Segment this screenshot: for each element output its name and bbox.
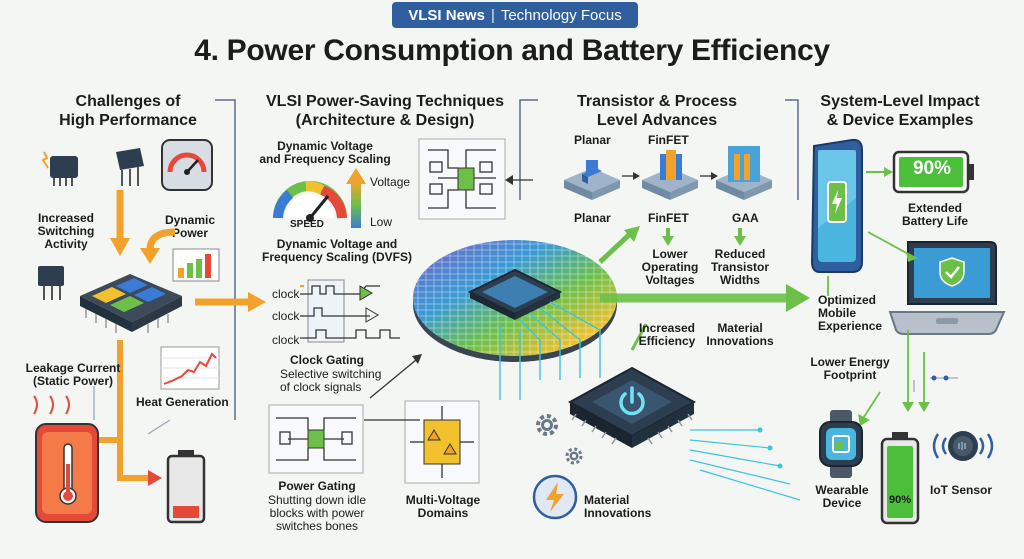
side-transistor-icon (38, 266, 64, 300)
efficiency-label: Increased Efficiency (638, 321, 696, 348)
low-label: Low (370, 215, 393, 229)
clock-label-2: clock (272, 309, 300, 323)
challenges-heading: Challenges of High Performance (59, 93, 197, 129)
reduced-width-label: Reduced Transistor Widths (710, 247, 770, 287)
chip-small-icon (41, 151, 78, 186)
phone-icon (810, 138, 863, 273)
heat-label: Heat Generation (136, 395, 229, 409)
extended-battery-label: Extended Battery Life (901, 201, 969, 228)
bar-chart-icon (172, 248, 220, 282)
iot-sensor-icon (932, 431, 994, 461)
silicon-wafer-icon (413, 240, 617, 362)
finfet-label: FinFET (648, 211, 689, 225)
battery-vertical-icon (880, 432, 920, 525)
clock-gating-label: Clock Gating (290, 353, 365, 367)
smartwatch-icon (819, 410, 863, 478)
arrow-right-1 (622, 172, 640, 180)
planar-label: Planar (574, 211, 611, 225)
speed-gauge-icon (273, 181, 347, 222)
material-label: Material Innovations (706, 321, 774, 348)
energy-footprint-label: Lower Energy Footprint (810, 355, 890, 382)
power-gating-circuit (268, 404, 364, 474)
process-heading: Transistor & Process Level Advances (576, 93, 738, 129)
multicore-chip-icon (80, 274, 182, 333)
clock-label-1: clock (272, 287, 300, 301)
voltage-label: Voltage (370, 175, 411, 189)
orange-arrows (60, 190, 266, 486)
gauge-label: SPEED (290, 219, 324, 230)
power-gating-desc: Shutting down idle blocks with power swi… (267, 493, 367, 533)
badge-separator: | (490, 6, 495, 24)
planar-transistor-icon (564, 160, 620, 200)
battery-low-icon (166, 450, 206, 524)
wearable-label: Wearable Device (815, 483, 869, 510)
finfet-transistor-icon (642, 150, 698, 200)
battery-percent: 90% (912, 158, 952, 179)
logic-circuit-icon (418, 138, 506, 220)
laptop-icon (888, 241, 1006, 335)
clock-label-3: clock (272, 333, 300, 347)
dvfs-top-label: Dynamic Voltage and Frequency Scaling (259, 139, 391, 166)
battery-full-icon (892, 150, 974, 194)
circuit-arrow (505, 175, 533, 185)
dynamic-power-label: Dynamic Power (164, 213, 216, 240)
finfet-top-label: FinFET (648, 133, 689, 147)
multi-voltage-circuit (404, 400, 480, 484)
planar-top-label: Planar (574, 133, 611, 147)
power-icon (619, 386, 645, 416)
power-gating-label: Power Gating (278, 479, 356, 493)
arrow-right-2 (700, 172, 718, 180)
gaa-transistor-icon (716, 146, 772, 200)
gauge-icon (161, 139, 213, 191)
iot-label: IoT Sensor (930, 483, 993, 497)
badge-brand: VLSI News (408, 6, 485, 24)
gear-icon (536, 414, 558, 436)
gear-icon-small (565, 447, 583, 465)
techniques-heading: VLSI Power-Saving Techniques (Architectu… (266, 93, 504, 129)
lightning-icon (532, 474, 578, 520)
arrow-to-battery (866, 167, 893, 177)
leakage-label: Leakage Current (Static Power) (25, 361, 121, 388)
badge-topic: Technology Focus (500, 6, 622, 24)
multi-voltage-label: Multi-Voltage Domains (405, 493, 481, 520)
clock-gating-diagram (300, 279, 400, 343)
voltage-arrow-icon (346, 168, 366, 228)
clock-gating-desc: Selective switching of clock signals (280, 367, 382, 394)
transistor-icon (116, 148, 144, 186)
optimized-mobile-label: Optimized Mobile Experience (818, 293, 883, 333)
switching-label: Increased Switching Activity (37, 211, 95, 251)
thermometer-icon (33, 395, 99, 523)
lower-voltage-label: Lower Operating Voltages (641, 247, 699, 287)
dvfs-label: Dynamic Voltage and Frequency Scaling (D… (261, 237, 413, 264)
battery-percent-2: 90% (888, 494, 912, 506)
page-title: 4. Power Consumption and Battery Efficie… (194, 34, 830, 67)
material-innovations-bottom: Material Innovations (584, 493, 652, 520)
gaa-label: GAA (732, 211, 759, 225)
system-heading: System-Level Impact & Device Examples (820, 93, 980, 129)
heat-chart-icon (160, 346, 220, 390)
header-badge: VLSI News | Technology Focus (392, 2, 638, 28)
